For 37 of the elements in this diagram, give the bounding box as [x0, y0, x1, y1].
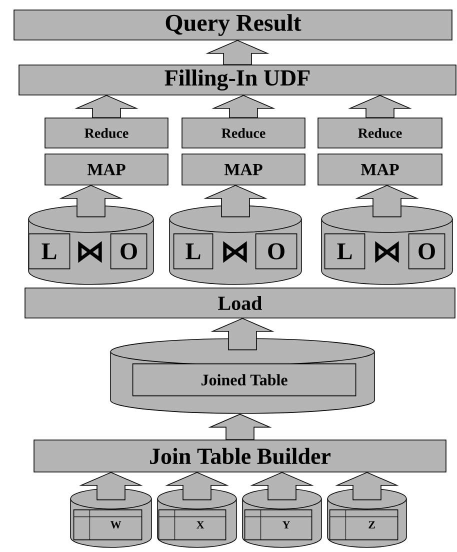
table-box: Y [244, 509, 312, 540]
process-box: Query Result [14, 10, 452, 40]
block-arrow [212, 94, 276, 118]
process-box: O [110, 233, 148, 270]
block-arrow [250, 472, 314, 500]
block-arrow [348, 94, 412, 118]
process-box: Reduce [44, 118, 168, 148]
block-arrow [208, 414, 272, 440]
table-box: Z [329, 509, 398, 540]
join-symbol: ⋈ [78, 241, 102, 263]
join-symbol: ⋈ [223, 241, 247, 263]
block-arrow [206, 40, 270, 65]
table-box: X [158, 509, 226, 540]
block-arrow [335, 472, 399, 500]
process-box: Load [24, 288, 456, 318]
process-box: Joined Table [132, 363, 356, 396]
block-arrow [59, 184, 123, 218]
process-box: MAP [318, 154, 442, 186]
process-box: O [255, 233, 298, 270]
process-box: Filling-In UDF [18, 64, 456, 96]
block-arrow [165, 472, 229, 500]
process-box: L [324, 233, 366, 270]
process-box: Reduce [318, 118, 442, 148]
process-box: Reduce [182, 118, 306, 148]
block-arrow [355, 184, 419, 218]
process-box: MAP [44, 154, 168, 186]
process-box: MAP [182, 154, 306, 186]
table-box: W [73, 509, 142, 540]
process-box: L [28, 233, 70, 270]
block-arrow [79, 472, 143, 500]
join-symbol: ⋈ [375, 241, 399, 263]
block-arrow [210, 318, 274, 350]
process-box: O [408, 233, 446, 270]
process-box: L [173, 233, 214, 270]
block-arrow [74, 94, 138, 118]
block-arrow [204, 184, 268, 218]
process-box: Join Table Builder [34, 440, 446, 472]
